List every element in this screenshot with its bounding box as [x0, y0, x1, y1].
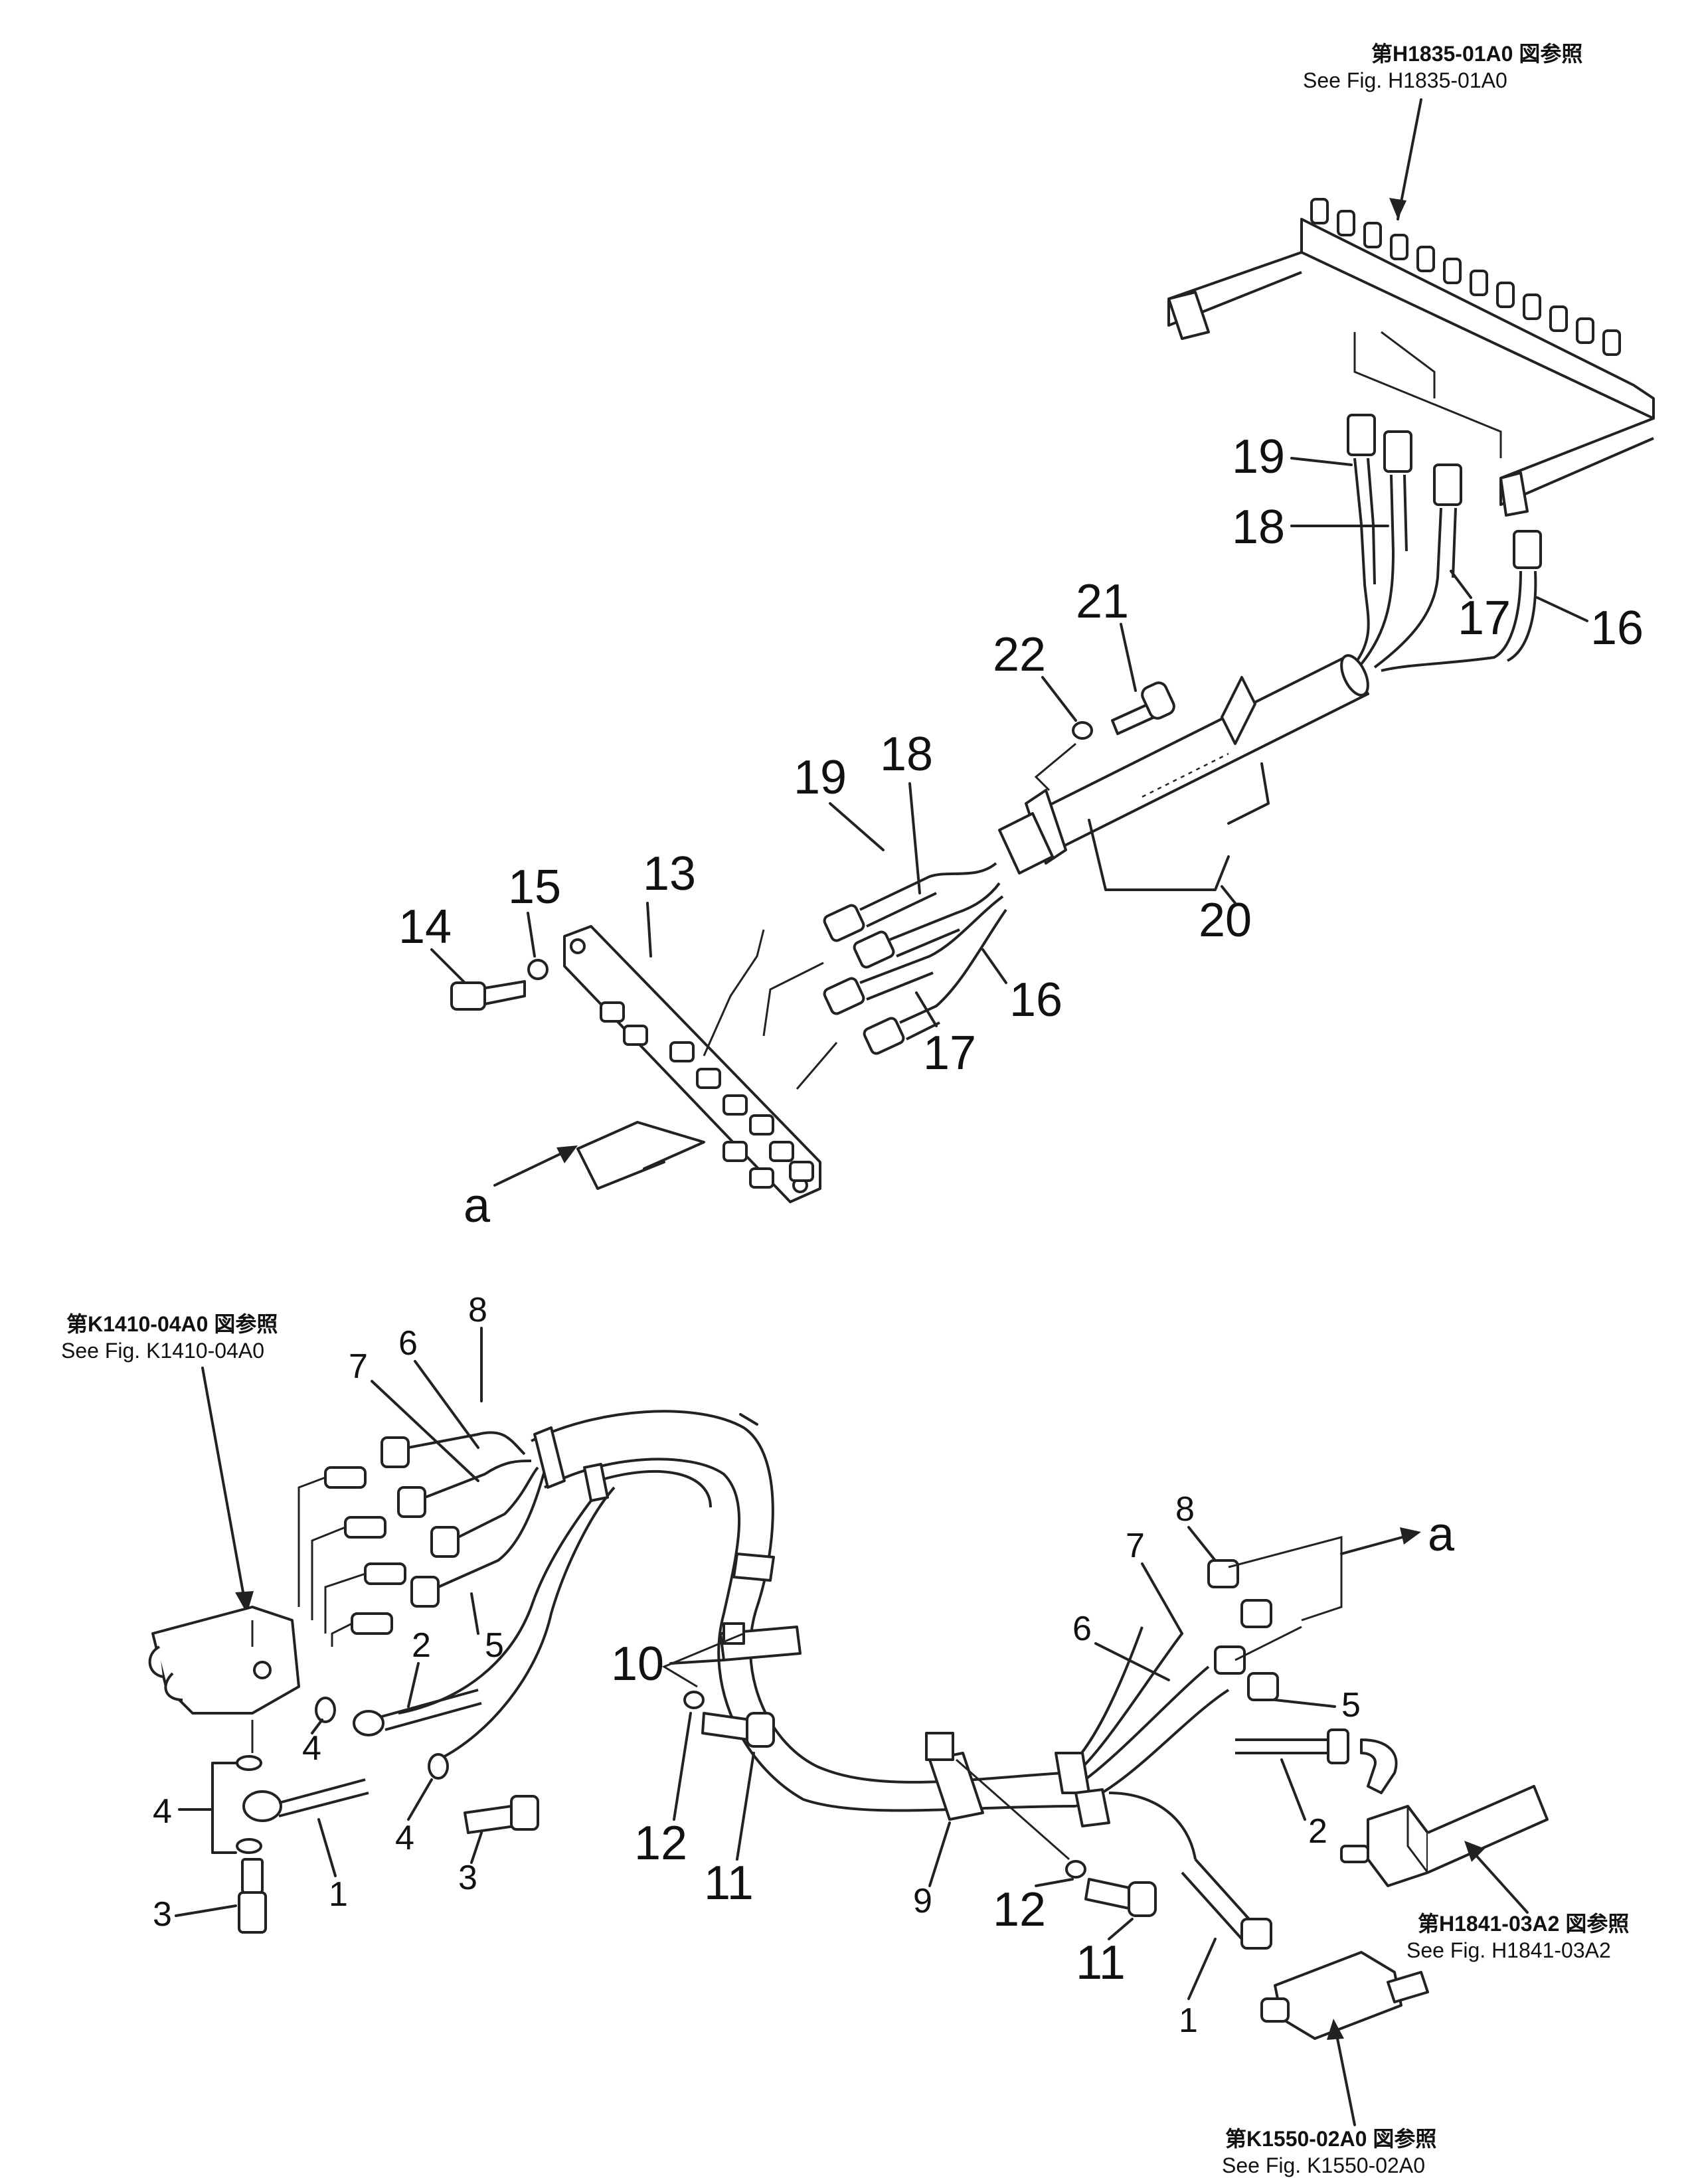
callout-21: 21 — [1076, 575, 1129, 628]
hose-2-right — [1235, 1728, 1398, 1794]
plate-13 — [563, 925, 838, 1203]
ref-left-jp: 第K1410-04A0 図参照 — [66, 1312, 278, 1336]
ref-top-right-jp: 第H1835-01A0 図参照 — [1371, 42, 1582, 66]
upper-hoses-left — [823, 862, 1007, 1055]
callout-8-lower-left: 8 — [468, 1291, 487, 1329]
bolt-14 — [450, 980, 526, 1011]
callout-10: 10 — [611, 1638, 664, 1691]
view-marker-upper: a — [464, 1179, 491, 1232]
ref-mid-right-en: See Fig. H1841-03A2 — [1406, 1938, 1611, 1962]
callout-19-upper-right: 19 — [1232, 430, 1285, 483]
bolt-11-a — [701, 1712, 775, 1748]
manifold-fittings — [1310, 198, 1621, 356]
washer-12-a — [683, 1691, 705, 1709]
bolt-3-left — [238, 1858, 267, 1934]
ref-top-right-en: See Fig. H1835-01A0 — [1303, 68, 1507, 92]
left-fittings — [297, 1436, 460, 1647]
ref-top-right-leader — [1397, 98, 1422, 220]
callout-18-upper-right: 18 — [1232, 501, 1285, 554]
callout-15: 15 — [508, 861, 561, 914]
ref-bottom-en: See Fig. K1550-02A0 — [1222, 2153, 1425, 2177]
callout-19-upper-left: 19 — [794, 751, 847, 804]
ref-top-right-arrowhead — [1389, 198, 1406, 219]
tee-block-bottom — [1260, 1951, 1429, 2040]
ppc-valve-left — [148, 1606, 300, 1715]
washer-12-b — [1065, 1860, 1086, 1879]
callout-20: 20 — [1199, 894, 1252, 947]
callout-16-upper-right: 16 — [1590, 602, 1644, 655]
callout-6-lower-right: 6 — [1072, 1610, 1092, 1648]
callout-13: 13 — [643, 847, 696, 900]
callout-12-lower-a: 12 — [634, 1817, 687, 1870]
callout-4-lower-a: 4 — [302, 1729, 321, 1768]
washer-22 — [1072, 721, 1093, 740]
callout-22: 22 — [993, 628, 1046, 681]
washer-15 — [527, 959, 549, 980]
callout-3-lower-mid: 3 — [458, 1859, 477, 1897]
view-marker-lower: a — [1428, 1508, 1455, 1561]
callout-3-lower-left: 3 — [153, 1895, 172, 1934]
hose-2-left — [353, 1689, 482, 1736]
callout-2-lower-right: 2 — [1308, 1812, 1327, 1851]
callout-18-upper-left: 18 — [880, 728, 933, 781]
clamp-9 — [925, 1732, 984, 1821]
valve-block-right — [1340, 1785, 1549, 1887]
callout-5-lower-left: 5 — [485, 1626, 504, 1665]
hose-protector — [998, 654, 1369, 875]
callout-8-lower-right: 8 — [1175, 1490, 1195, 1529]
hose-bundle-lower — [398, 1410, 1076, 1812]
callout-12-lower-b: 12 — [993, 1883, 1046, 1936]
callout-1-lower-right: 1 — [1179, 2001, 1198, 2040]
callout-17-upper-left: 17 — [923, 1027, 976, 1080]
hose-1-right — [1108, 1792, 1272, 1950]
callout-1-lower-left: 1 — [329, 1875, 348, 1914]
o-ring-4-d — [236, 1838, 262, 1854]
callout-11-lower-b: 11 — [1076, 1936, 1126, 1989]
callout-4-lower-b: 4 — [395, 1819, 414, 1857]
callout-16-upper-left: 16 — [1009, 973, 1062, 1027]
o-ring-4-b — [428, 1753, 449, 1780]
callout-7-lower-left: 7 — [349, 1347, 368, 1386]
callout-9: 9 — [913, 1882, 932, 1920]
callout-6-lower-left: 6 — [398, 1324, 418, 1363]
bolt-21 — [1111, 681, 1175, 735]
callout-2-lower-left: 2 — [412, 1626, 431, 1665]
callout-11-lower-a: 11 — [704, 1857, 754, 1910]
upper-hoses-right — [1347, 414, 1542, 672]
ref-mid-right-jp: 第H1841-03A2 図参照 — [1418, 1912, 1629, 1936]
callout-5-lower-right: 5 — [1341, 1686, 1361, 1724]
callout-7-lower-right: 7 — [1126, 1527, 1145, 1565]
o-ring-4-c — [236, 1755, 262, 1771]
ref-left-en: See Fig. K1410-04A0 — [61, 1339, 264, 1363]
manifold-bracket — [1167, 198, 1655, 517]
o-ring-4-a — [315, 1697, 336, 1723]
bolt-11-b — [1084, 1878, 1157, 1917]
bolt-3-mid — [464, 1795, 539, 1834]
callout-4-lower-c: 4 — [153, 1792, 172, 1831]
ref-bottom-jp: 第K1550-02A0 図参照 — [1225, 2127, 1436, 2151]
hose-1-left — [242, 1778, 369, 1822]
lower-right-hoses — [1055, 1536, 1343, 1827]
clamp-10 — [719, 1622, 802, 1661]
callout-17-upper-right: 17 — [1458, 592, 1511, 645]
callout-14: 14 — [398, 900, 452, 954]
